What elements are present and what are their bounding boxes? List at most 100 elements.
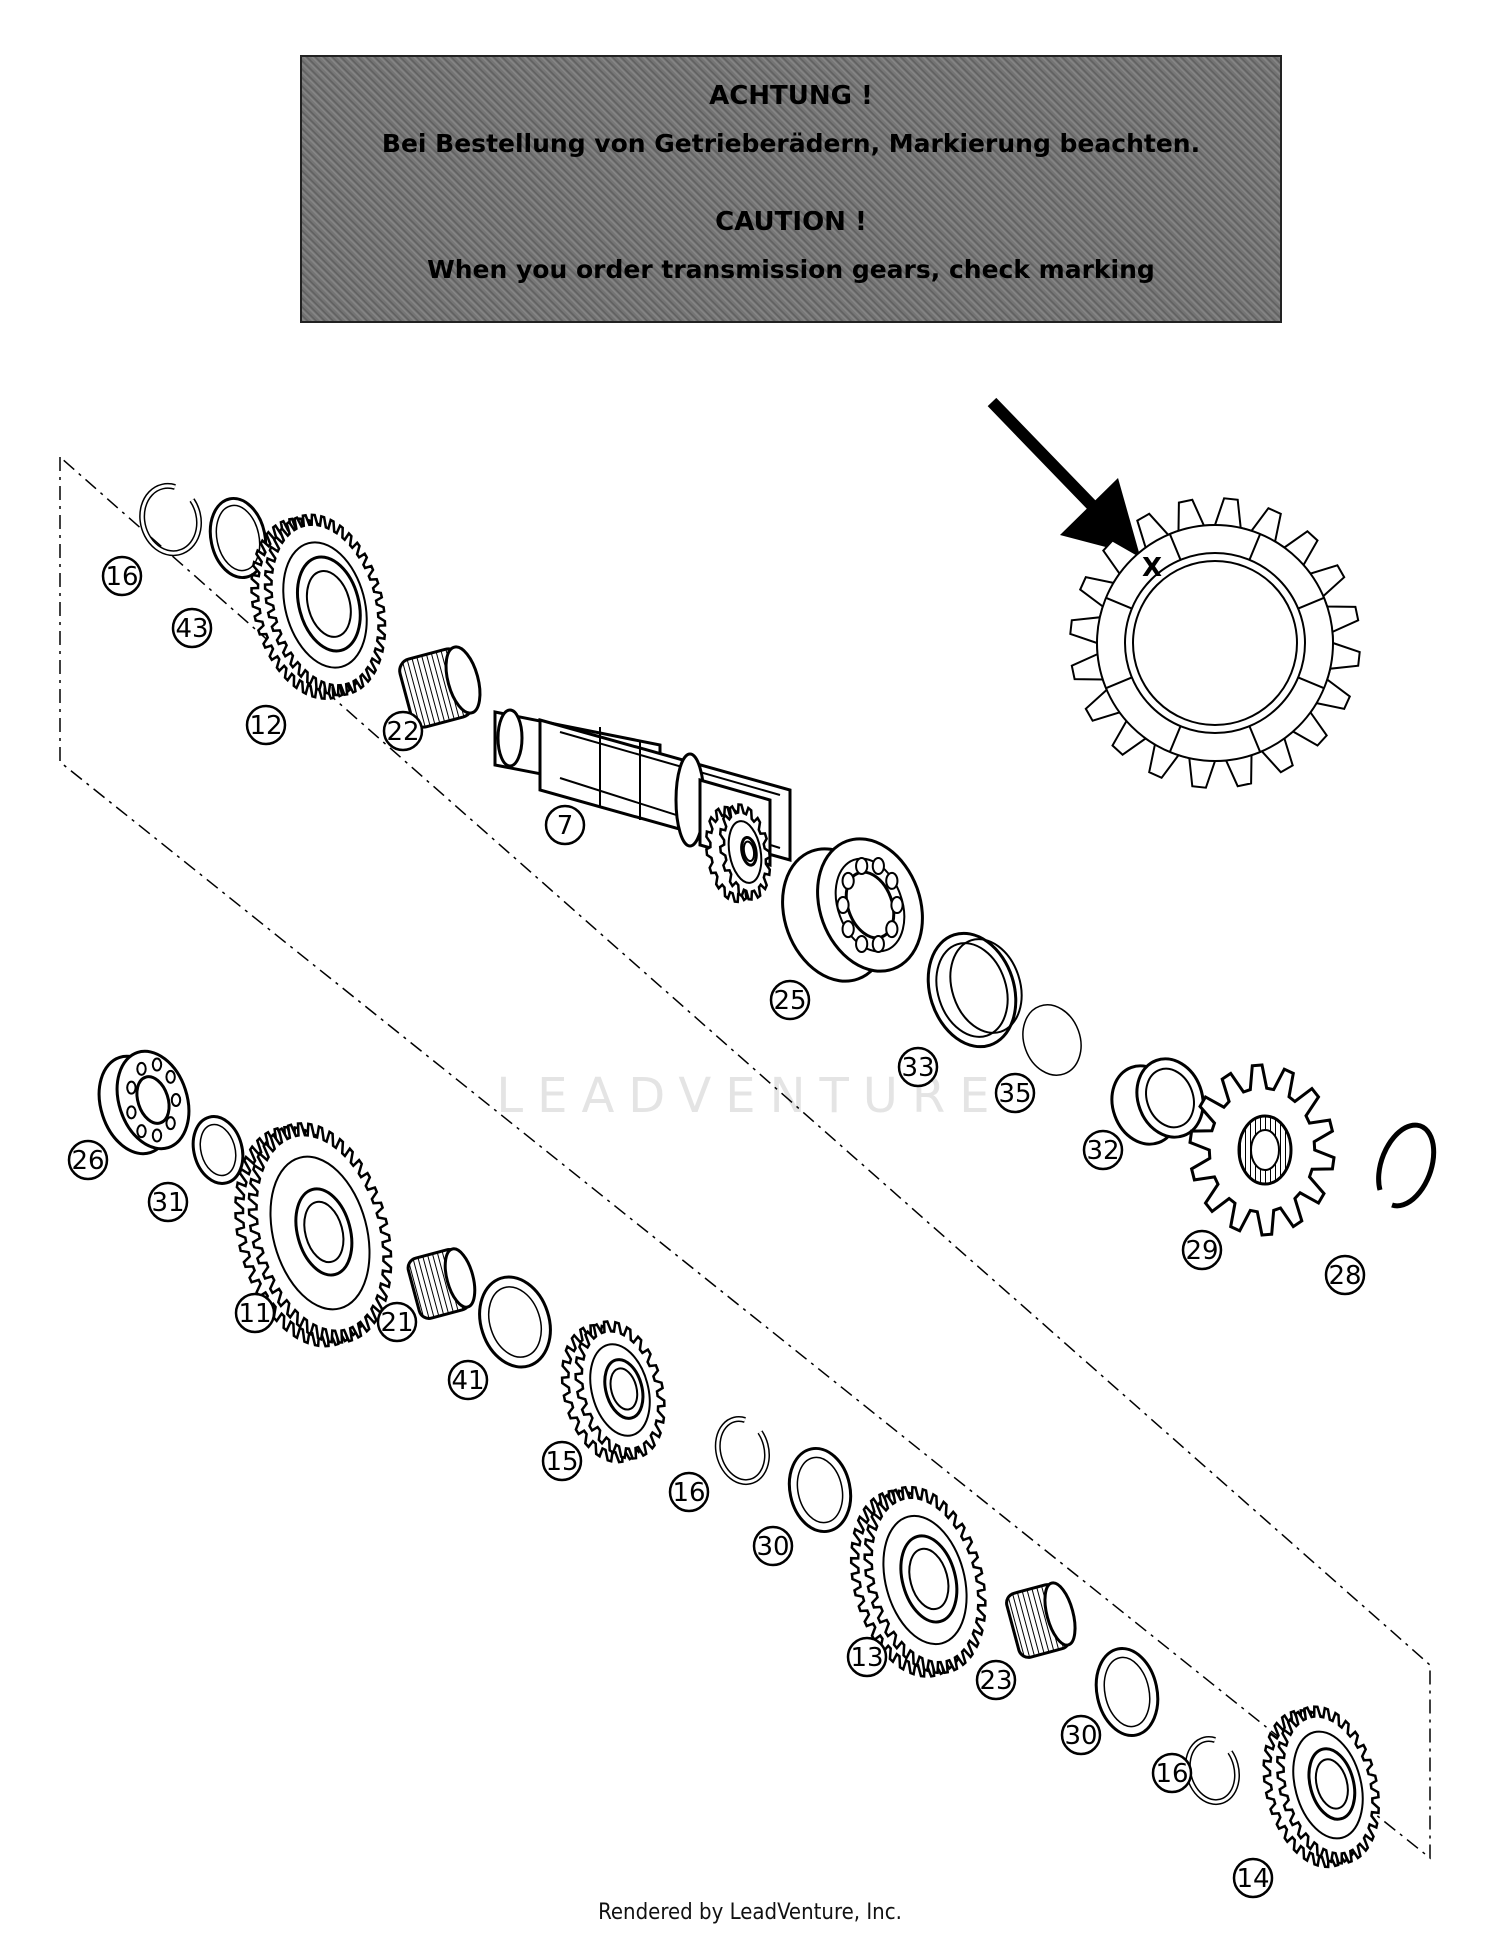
- spacer-bushing: [1110, 1057, 1205, 1146]
- callout-circle: [147, 1181, 189, 1223]
- circlip: [1376, 1122, 1437, 1209]
- callout-circle: [382, 710, 424, 752]
- shaft-spline-gear: [705, 803, 772, 904]
- gear: [560, 1320, 666, 1464]
- needle-bearing: [1005, 1581, 1077, 1659]
- callout-label: 22: [386, 717, 419, 747]
- callout-16: 16: [101, 555, 143, 597]
- notice-text-german: Bei Bestellung von Getrieberädern, Marki…: [381, 129, 1201, 158]
- callout-layer: 16 43 12 22 7 25 33 35 32 29 28 26 31 11 21 41 15 16 30 13 2…: [67, 555, 1366, 1899]
- callout-circle: [752, 1525, 794, 1567]
- callout-circle: [769, 979, 811, 1021]
- notice-heading-english: CAUTION !: [715, 207, 867, 237]
- callout-label: 14: [1236, 1864, 1269, 1894]
- callout-33: 33: [897, 1046, 939, 1088]
- callout-25: 25: [769, 979, 811, 1021]
- callout-26: 26: [67, 1139, 109, 1181]
- assembly-outline: [59, 456, 1431, 1860]
- caution-notice: ACHTUNG ! Bei Bestellung von Getrieberäd…: [300, 55, 1282, 323]
- callout-label: 28: [1328, 1261, 1361, 1291]
- gear: [234, 1122, 393, 1348]
- callout-21: 21: [376, 1301, 418, 1343]
- ball-bearing: [781, 837, 924, 983]
- callout-circle: [101, 555, 143, 597]
- thrust-washer: [478, 1275, 552, 1369]
- callout-15: 15: [541, 1440, 583, 1482]
- callout-label: 30: [1064, 1721, 1097, 1751]
- callout-label: 33: [901, 1053, 934, 1083]
- notice-heading-german: ACHTUNG !: [709, 81, 873, 111]
- callout-circle: [447, 1359, 489, 1401]
- callout-circle: [1324, 1254, 1366, 1296]
- callout-11: 11: [234, 1292, 276, 1334]
- callout-label: 13: [850, 1643, 883, 1673]
- callout-circle: [245, 704, 287, 746]
- callout-circle: [846, 1636, 888, 1678]
- needle-bearing: [398, 645, 482, 729]
- callout-23: 23: [975, 1659, 1017, 1701]
- callout-circle: [544, 804, 586, 846]
- callout-circle: [541, 1440, 583, 1482]
- marking-label: X: [1142, 553, 1162, 583]
- callout-label: 16: [105, 562, 138, 592]
- callout-14: 14: [1232, 1857, 1274, 1899]
- callout-circle: [67, 1139, 109, 1181]
- gear: [849, 1485, 987, 1678]
- detail-arrow: [987, 397, 1140, 556]
- callout-29: 29: [1181, 1229, 1223, 1271]
- callout-label: 43: [175, 614, 208, 644]
- callout-31: 31: [147, 1181, 189, 1223]
- callout-label: 16: [672, 1478, 705, 1508]
- callout-label: 21: [380, 1308, 413, 1338]
- callout-43: 43: [171, 607, 213, 649]
- callout-label: 23: [979, 1666, 1012, 1696]
- needle-bearing: [406, 1247, 477, 1320]
- callout-35: 35: [994, 1072, 1036, 1114]
- callout-label: 26: [71, 1146, 104, 1176]
- callout-label: 31: [151, 1188, 184, 1218]
- thrust-washer: [208, 496, 268, 580]
- marked-gear-detail: [1069, 497, 1361, 789]
- callout-7: 7: [544, 804, 586, 846]
- sprocket: [1188, 1063, 1336, 1237]
- callout-circle: [975, 1659, 1017, 1701]
- callout-circle: [994, 1072, 1036, 1114]
- callout-label: 12: [249, 711, 282, 741]
- callout-circle: [897, 1046, 939, 1088]
- callout-label: 35: [998, 1079, 1031, 1109]
- callout-label: 16: [1155, 1759, 1188, 1789]
- thrust-washer: [787, 1446, 853, 1534]
- gear: [1262, 1705, 1380, 1869]
- thrust-washer: [1094, 1647, 1160, 1737]
- circlip: [1184, 1736, 1240, 1806]
- callout-16: 16: [668, 1471, 710, 1513]
- o-ring: [1022, 1004, 1082, 1076]
- callout-label: 11: [238, 1299, 271, 1329]
- callout-circle: [668, 1471, 710, 1513]
- callout-30: 30: [752, 1525, 794, 1567]
- notice-text-english: When you order transmission gears, check…: [427, 255, 1155, 284]
- footer-credit: Rendered by LeadVenture, Inc.: [598, 1900, 902, 1925]
- callout-circle: [376, 1301, 418, 1343]
- callout-30: 30: [1060, 1714, 1102, 1756]
- callout-circle: [1232, 1857, 1274, 1899]
- callout-12: 12: [245, 704, 287, 746]
- callout-circle: [1082, 1129, 1124, 1171]
- callout-13: 13: [846, 1636, 888, 1678]
- callout-label: 32: [1086, 1136, 1119, 1166]
- callout-28: 28: [1324, 1254, 1366, 1296]
- callout-label: 30: [756, 1532, 789, 1562]
- callout-circle: [234, 1292, 276, 1334]
- callout-32: 32: [1082, 1129, 1124, 1171]
- callout-label: 7: [557, 811, 574, 841]
- ball-bearing: [97, 1049, 191, 1156]
- callout-label: 29: [1185, 1236, 1218, 1266]
- callout-circle: [1151, 1752, 1193, 1794]
- callout-22: 22: [382, 710, 424, 752]
- callout-label: 25: [773, 986, 806, 1016]
- callout-circle: [1060, 1714, 1102, 1756]
- callout-circle: [1181, 1229, 1223, 1271]
- callout-41: 41: [447, 1359, 489, 1401]
- shaft-seal: [926, 931, 1023, 1049]
